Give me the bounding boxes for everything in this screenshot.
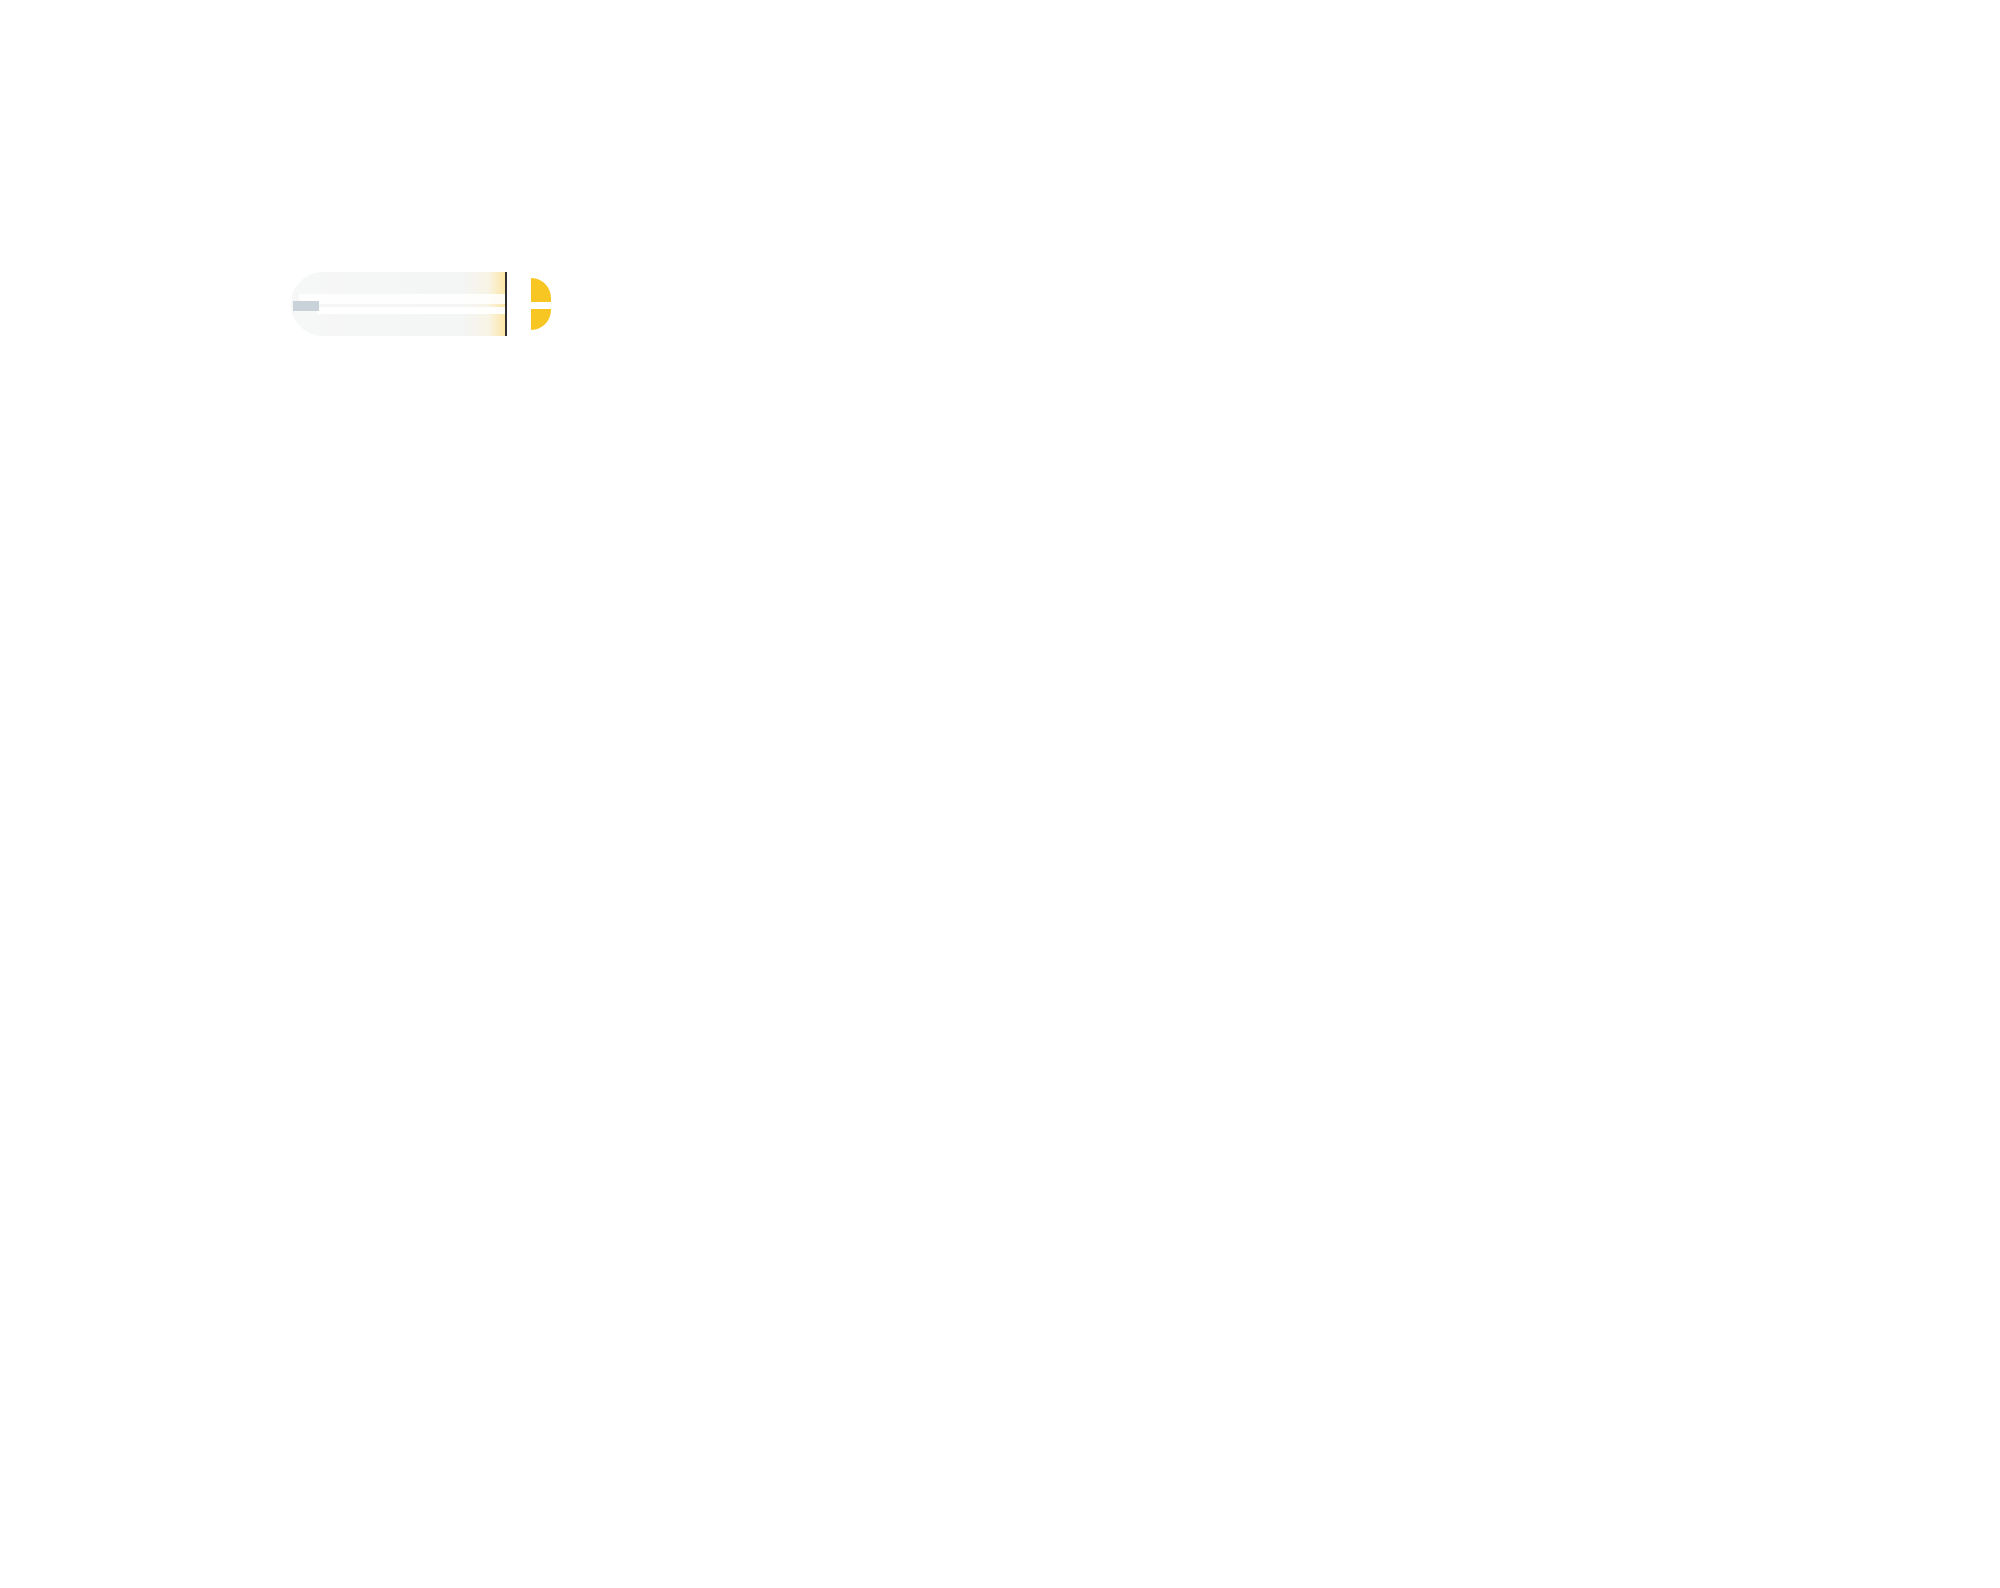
track-highlight-lower xyxy=(317,307,505,314)
media-control-widget xyxy=(291,272,553,336)
progress-fill xyxy=(293,301,319,311)
divider xyxy=(505,272,507,336)
progress-track[interactable] xyxy=(291,272,505,336)
play-icon-gap xyxy=(531,302,553,309)
track-highlight xyxy=(299,294,505,304)
spacer xyxy=(507,272,531,336)
